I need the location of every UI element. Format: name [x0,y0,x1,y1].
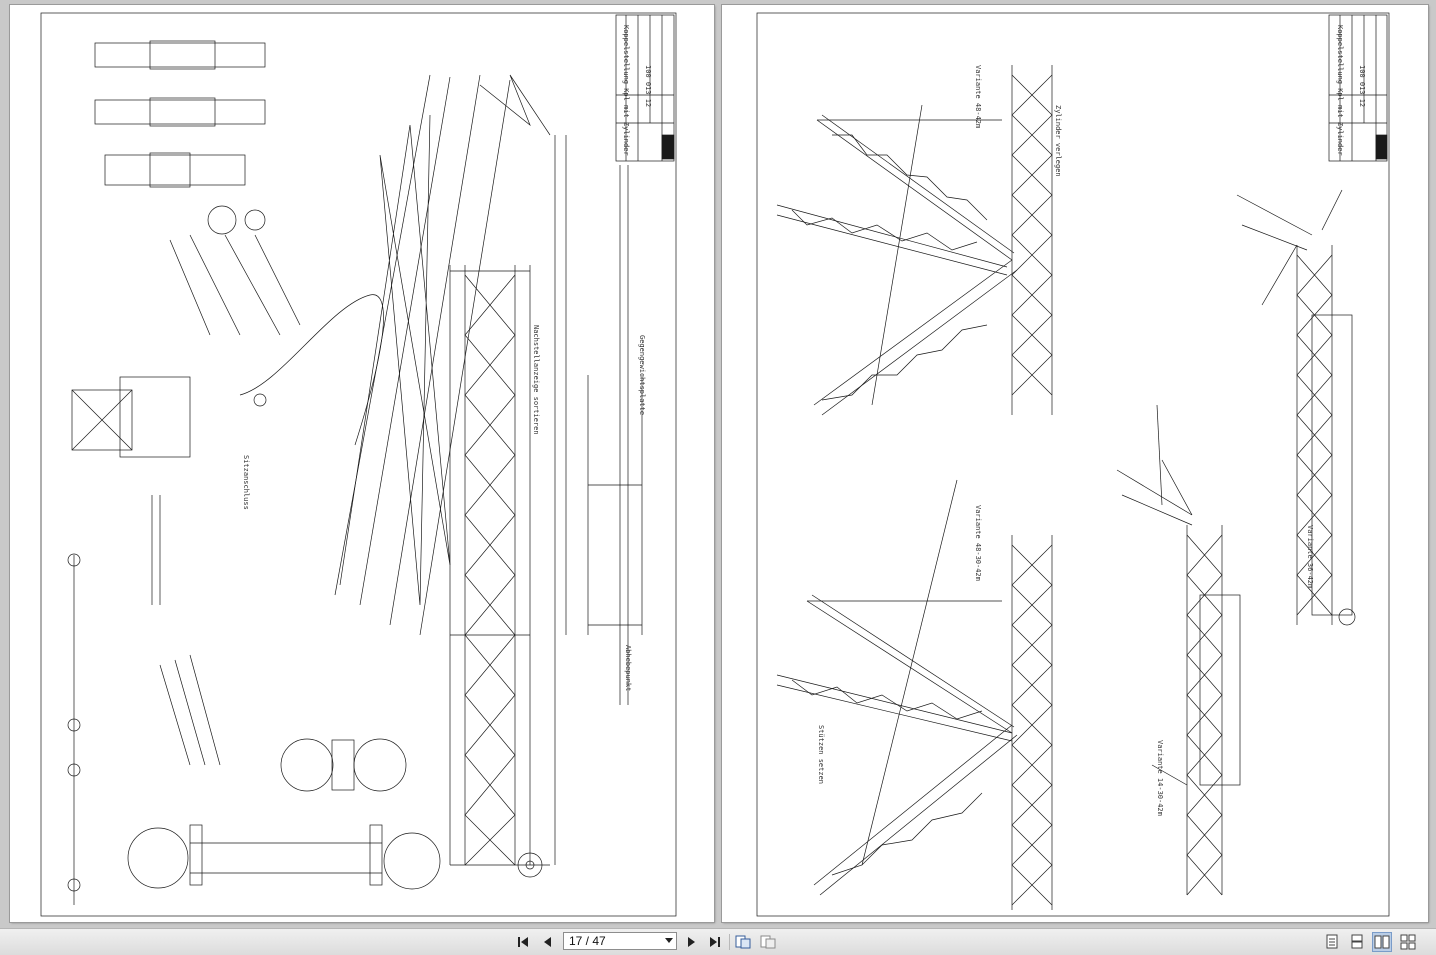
left-note-d: Gegengewichtsplatte [638,335,646,416]
toolbar-separator [729,934,730,950]
rotate-button[interactable] [733,932,753,952]
page-left: Koppelstellung Kpl mit Zylinder 100 013 … [10,5,714,922]
right-drawing-number: 100 013 12 [1358,65,1366,108]
right-note-support: Stützen setzen [817,725,825,785]
next-page-icon [688,937,695,947]
right-titleblock-text: Koppelstellung Kpl mit Zylinder [1336,25,1344,156]
previous-page-icon [544,937,551,947]
left-note-a: Nachstellanzeige sortieren [532,325,540,435]
two-page-continuous-icon [1400,934,1416,950]
fit-button[interactable] [758,932,778,952]
single-page-button[interactable] [1322,932,1342,952]
right-variant-d-label: Variante 14-30-42m [1156,740,1164,816]
two-page-button[interactable] [1372,932,1392,952]
last-page-button[interactable] [705,932,725,952]
left-titleblock-text: Koppelstellung Kpl mit Zylinder [622,25,630,156]
right-variant-b-label: Variante 48-30-42m [974,505,982,581]
left-note-b: Sitzanschluss [242,455,250,510]
fit-page-icon [760,935,776,949]
chevron-down-icon[interactable] [662,933,676,949]
single-page-icon [1326,934,1338,949]
continuous-scroll-icon [1351,934,1363,949]
page-indicator: 17 / 47 [569,934,606,948]
left-note-c: Abhebepunkt [624,645,632,692]
page-number-input[interactable]: 17 / 47 [563,932,677,950]
right-variant-a-label: Variante 48-42m [974,65,982,129]
rotate-page-icon [735,935,751,949]
left-drawing-number: 100 013 12 [644,65,652,108]
right-variant-c-label: Variante 36-42m [1306,525,1314,589]
first-page-icon [518,937,528,947]
last-page-icon [710,937,720,947]
bottom-toolbar: 17 / 47 [0,928,1436,955]
continuous-button[interactable] [1347,932,1367,952]
page-right: Koppelstellung Kpl mit Zylinder 100 013 … [722,5,1428,922]
first-page-button[interactable] [514,932,534,952]
two-page-continuous-button[interactable] [1398,932,1418,952]
two-page-icon [1374,935,1390,949]
next-page-button[interactable] [681,932,701,952]
document-viewer[interactable]: Koppelstellung Kpl mit Zylinder 100 013 … [0,0,1436,928]
right-note-cylinder: Zylinder verlegen [1054,105,1062,177]
left-technical-drawing [40,12,677,917]
previous-page-button[interactable] [538,932,558,952]
right-technical-drawing [756,12,1390,917]
